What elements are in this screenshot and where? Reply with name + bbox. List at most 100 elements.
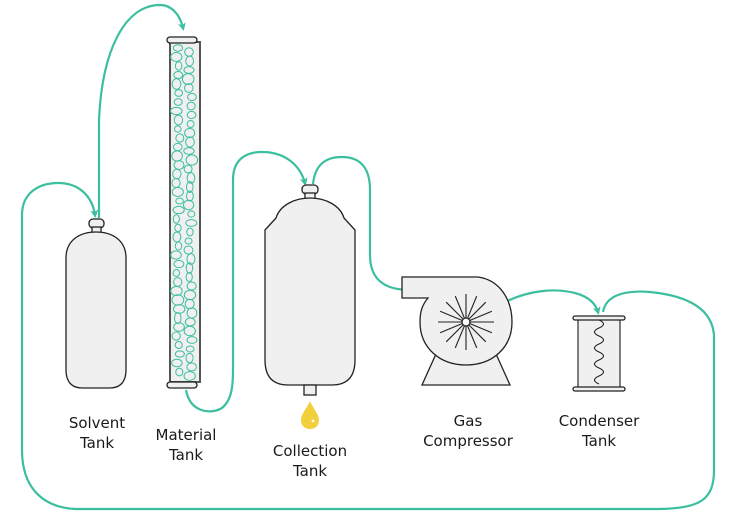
pebble bbox=[172, 214, 180, 224]
label-line: Solvent bbox=[68, 414, 126, 432]
pebble bbox=[185, 271, 193, 283]
pebble bbox=[185, 352, 194, 364]
impeller-blade bbox=[467, 325, 478, 349]
pebble bbox=[181, 73, 195, 85]
pebble bbox=[183, 83, 194, 93]
condenser-coil-icon bbox=[593, 319, 605, 385]
pebble bbox=[186, 110, 197, 120]
pebble bbox=[186, 119, 195, 129]
label-line: Tank bbox=[581, 432, 617, 450]
pebble bbox=[186, 336, 198, 344]
pebble bbox=[185, 219, 198, 227]
pebble bbox=[185, 345, 195, 353]
pebble bbox=[170, 285, 183, 297]
material-pebbles bbox=[170, 44, 199, 381]
material-tank[interactable] bbox=[166, 36, 201, 389]
impeller-blade bbox=[468, 301, 487, 320]
pebble bbox=[184, 127, 196, 139]
impeller-blade bbox=[469, 310, 493, 321]
impeller-blade bbox=[454, 295, 465, 319]
material-tank-top-flange bbox=[166, 36, 198, 44]
pebble bbox=[186, 362, 197, 372]
oil-drop-icon bbox=[301, 401, 319, 429]
pipes bbox=[20, 3, 716, 511]
pebble bbox=[172, 205, 185, 215]
pebble bbox=[172, 44, 184, 52]
collection-tank[interactable] bbox=[264, 184, 356, 429]
material-tank-bottom-flange bbox=[166, 381, 198, 389]
solvent-tank[interactable] bbox=[65, 218, 127, 389]
pebble bbox=[185, 136, 195, 148]
pebble bbox=[174, 125, 182, 133]
label-line: Condenser bbox=[558, 412, 640, 430]
impeller-blade bbox=[454, 325, 465, 349]
label-gas-compressor: Gas Compressor bbox=[408, 411, 528, 451]
pebble bbox=[185, 55, 194, 67]
pebble bbox=[183, 371, 196, 381]
impeller-blade bbox=[439, 310, 463, 321]
pebble bbox=[175, 367, 184, 377]
pebble bbox=[186, 227, 194, 237]
condenser-top-flange bbox=[572, 315, 626, 321]
label-line: Tank bbox=[292, 462, 328, 480]
impeller-blade bbox=[445, 324, 464, 343]
collection-tank-body bbox=[264, 197, 356, 386]
label-line: Material bbox=[155, 426, 217, 444]
label-solvent-tank: Solvent Tank bbox=[52, 413, 142, 453]
condenser-bottom-flange bbox=[572, 386, 626, 392]
pebble bbox=[174, 340, 183, 350]
pebble bbox=[170, 250, 182, 260]
pebble bbox=[183, 325, 196, 337]
pebble bbox=[174, 312, 182, 324]
label-line: Tank bbox=[79, 434, 115, 452]
label-line: Tank bbox=[168, 446, 204, 464]
pipe-condenser-to-solvent bbox=[20, 181, 716, 511]
pebble bbox=[173, 114, 184, 126]
pebble bbox=[173, 259, 185, 269]
pebble bbox=[173, 98, 183, 106]
pebble bbox=[172, 269, 181, 277]
impeller-blade bbox=[439, 323, 463, 334]
pebble bbox=[185, 154, 199, 166]
pebble bbox=[174, 89, 184, 97]
condenser-tank[interactable] bbox=[572, 315, 626, 392]
pebble bbox=[184, 237, 193, 245]
oil-drop-highlight bbox=[311, 419, 315, 423]
pebble bbox=[171, 358, 183, 368]
impeller-blade bbox=[469, 323, 493, 334]
pebble bbox=[186, 101, 196, 111]
impeller-icon bbox=[438, 294, 494, 350]
pebble bbox=[170, 106, 183, 116]
impeller-blade bbox=[445, 301, 464, 320]
pebble bbox=[173, 71, 184, 79]
label-collection-tank: Collection Tank bbox=[255, 441, 365, 481]
pebble bbox=[171, 78, 182, 90]
solvent-tank-body bbox=[65, 231, 127, 389]
pebble bbox=[187, 210, 196, 218]
pebble bbox=[175, 133, 185, 143]
label-material-tank: Material Tank bbox=[138, 425, 234, 465]
gas-compressor[interactable] bbox=[401, 276, 513, 386]
pebble bbox=[174, 61, 183, 71]
pebble bbox=[183, 245, 194, 255]
label-line: Compressor bbox=[423, 432, 513, 450]
pebble bbox=[185, 262, 194, 274]
pipe-collection-to-compressor bbox=[311, 155, 431, 294]
impeller-blade bbox=[468, 324, 487, 343]
pebble bbox=[182, 199, 195, 211]
pebble bbox=[187, 92, 197, 102]
pebble bbox=[174, 241, 183, 251]
pebble bbox=[186, 190, 194, 202]
pebble bbox=[174, 350, 185, 358]
collection-tank-spout bbox=[303, 384, 317, 396]
pebble bbox=[173, 322, 185, 332]
impeller-blade bbox=[467, 295, 478, 319]
pipe-compressor-to-condenser bbox=[504, 289, 601, 315]
pipe-material-to-collection bbox=[184, 150, 308, 413]
pebble bbox=[186, 253, 196, 265]
pebble bbox=[175, 197, 184, 205]
pebble bbox=[183, 147, 195, 155]
pipe-solvent-to-material bbox=[97, 3, 186, 218]
pebble bbox=[183, 164, 193, 174]
